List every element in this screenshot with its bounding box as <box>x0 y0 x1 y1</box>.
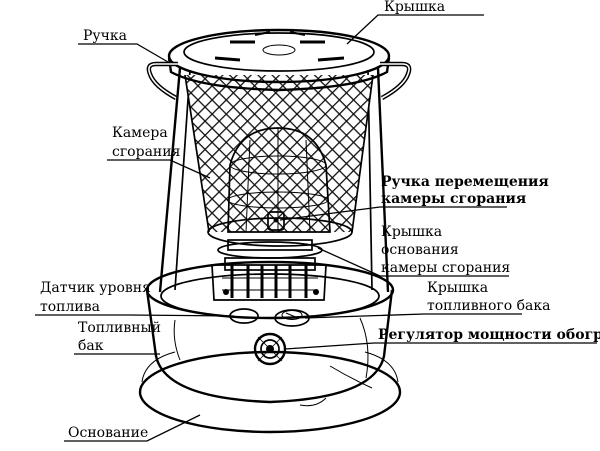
labels: Крышка Ручка Камера сгорания Ручка перем… <box>40 0 600 441</box>
power-regulator-knob <box>253 332 287 366</box>
top-lid <box>167 28 391 92</box>
label-handle: Ручка <box>83 28 127 44</box>
label-tank-1: Топливный <box>78 320 161 336</box>
label-chamber-handle-2: камеры сгорания <box>381 191 526 207</box>
fuel-tank <box>145 260 395 404</box>
combustion-chamber-mesh <box>184 74 374 247</box>
heater-illustration <box>138 28 412 434</box>
leader-lines <box>35 14 597 442</box>
side-handles <box>146 61 412 100</box>
label-chamber-handle-1: Ручка перемещения <box>381 174 549 190</box>
label-tank-cap-2: топливного бака <box>427 298 550 314</box>
label-base: Основание <box>68 425 148 441</box>
label-chamber-base-2: основания <box>381 242 459 258</box>
label-tank-cap-1: Крышка <box>427 280 488 296</box>
label-chamber-base-1: Крышка <box>381 224 442 240</box>
chamber-move-handle <box>267 211 285 231</box>
label-lid: Крышка <box>384 0 445 15</box>
label-chamber-2: сгорания <box>112 144 181 160</box>
label-tank-2: бак <box>78 338 104 354</box>
label-chamber-base-3: камеры сгорания <box>381 260 510 276</box>
chamber-base-cover <box>211 239 327 301</box>
label-fuel-sensor-2: топлива <box>40 299 100 315</box>
label-power-regulator: Регулятор мощности обогрева <box>378 327 600 343</box>
inner-chamber <box>227 127 331 233</box>
label-chamber-1: Камера <box>112 125 168 141</box>
label-fuel-sensor-1: Датчик уровня <box>40 280 151 296</box>
